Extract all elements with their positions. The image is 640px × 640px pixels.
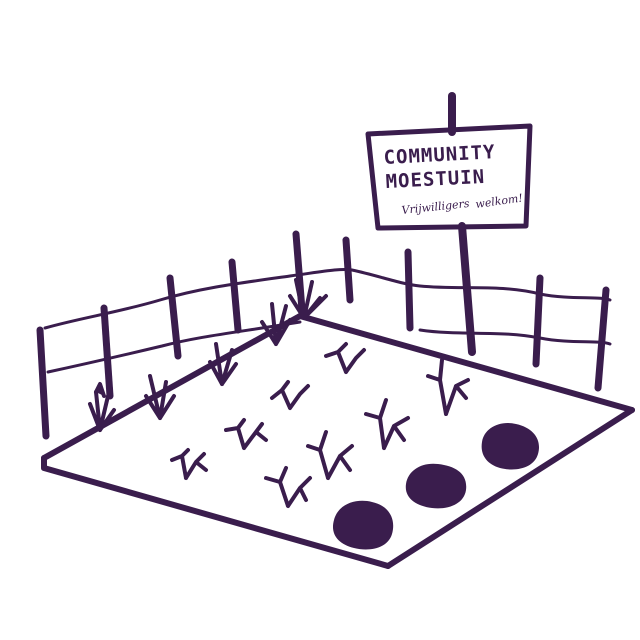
sprout: [170, 448, 208, 480]
sprout: [364, 398, 410, 450]
leek-plant: [88, 382, 116, 432]
sprout: [324, 342, 366, 374]
sign-board: COMMUNITY MOESTUIN Vrijwilligers welkom!: [365, 123, 533, 231]
fence-post: [532, 274, 544, 368]
leek-plant: [144, 374, 176, 420]
fence-post: [166, 274, 182, 360]
sprout: [270, 380, 310, 410]
fence-post: [594, 286, 610, 392]
fence-posts: [36, 230, 610, 440]
sprout: [426, 358, 470, 416]
sign-subtitle-part2: welkom!: [475, 191, 524, 210]
fence-post: [404, 248, 414, 332]
cabbage: [332, 500, 394, 550]
fence-post: [36, 326, 50, 440]
sign-title-line1: COMMUNITY: [383, 141, 496, 169]
fence-post: [228, 258, 242, 334]
leek-plant: [208, 342, 238, 386]
sign-post: [448, 92, 476, 356]
sprout: [264, 466, 312, 508]
leek-plant: [260, 302, 292, 346]
sign-title-line2: MOESTUIN: [385, 166, 486, 193]
sprout-plants: [170, 342, 470, 508]
fence-post: [342, 236, 354, 304]
garden-bed: [41, 313, 635, 569]
fence-post: [100, 304, 114, 400]
sprout: [224, 418, 268, 450]
cabbages: [332, 422, 540, 550]
cabbage: [481, 422, 540, 470]
sprout: [306, 430, 354, 480]
cabbage: [405, 463, 467, 509]
leek-plant: [288, 278, 328, 320]
leek-plants: [88, 278, 328, 432]
sign-subtitle-part1: Vrijwilligers: [401, 197, 470, 217]
